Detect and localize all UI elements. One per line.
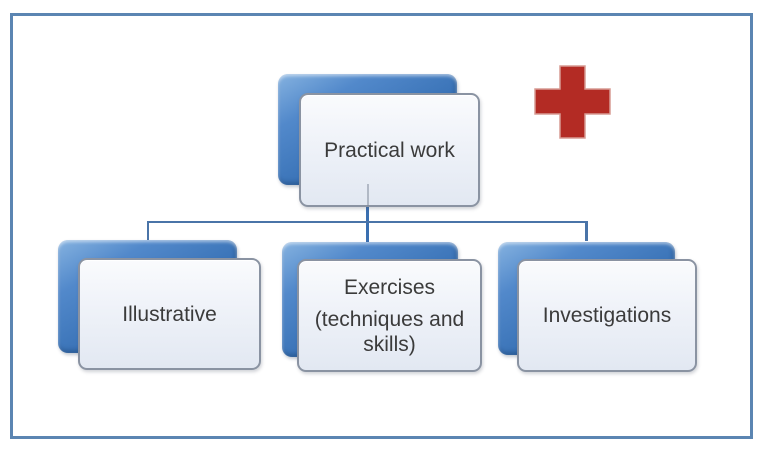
node-label: Illustrative <box>122 302 217 326</box>
connector-horizontal-bus <box>147 221 588 223</box>
node-investigations: Investigations <box>498 241 698 373</box>
connector-root-to-center-child <box>366 184 369 242</box>
node-label: Investigations <box>542 304 672 327</box>
diagram-border-frame <box>10 13 753 439</box>
connector-seen-through-card <box>367 184 369 206</box>
node-face: Exercises (techniques and skills) <box>297 259 482 372</box>
node-label: Exercises <box>343 275 436 299</box>
node-face: Illustrative <box>78 258 261 370</box>
node-exercises: Exercises (techniques and skills) <box>282 241 483 373</box>
red-cross-icon <box>534 65 611 139</box>
node-label: Practical work <box>324 138 455 162</box>
connector-drop-left-child <box>147 221 149 241</box>
red-cross-shape <box>534 65 611 139</box>
node-face: Practical work <box>299 93 480 207</box>
node-face: Investigations <box>517 259 697 372</box>
connector-drop-right-child <box>585 221 588 241</box>
node-sublabel: (techniques and skills) <box>314 307 465 356</box>
node-practical-work: Practical work <box>278 74 481 208</box>
node-illustrative: Illustrative <box>58 240 262 371</box>
